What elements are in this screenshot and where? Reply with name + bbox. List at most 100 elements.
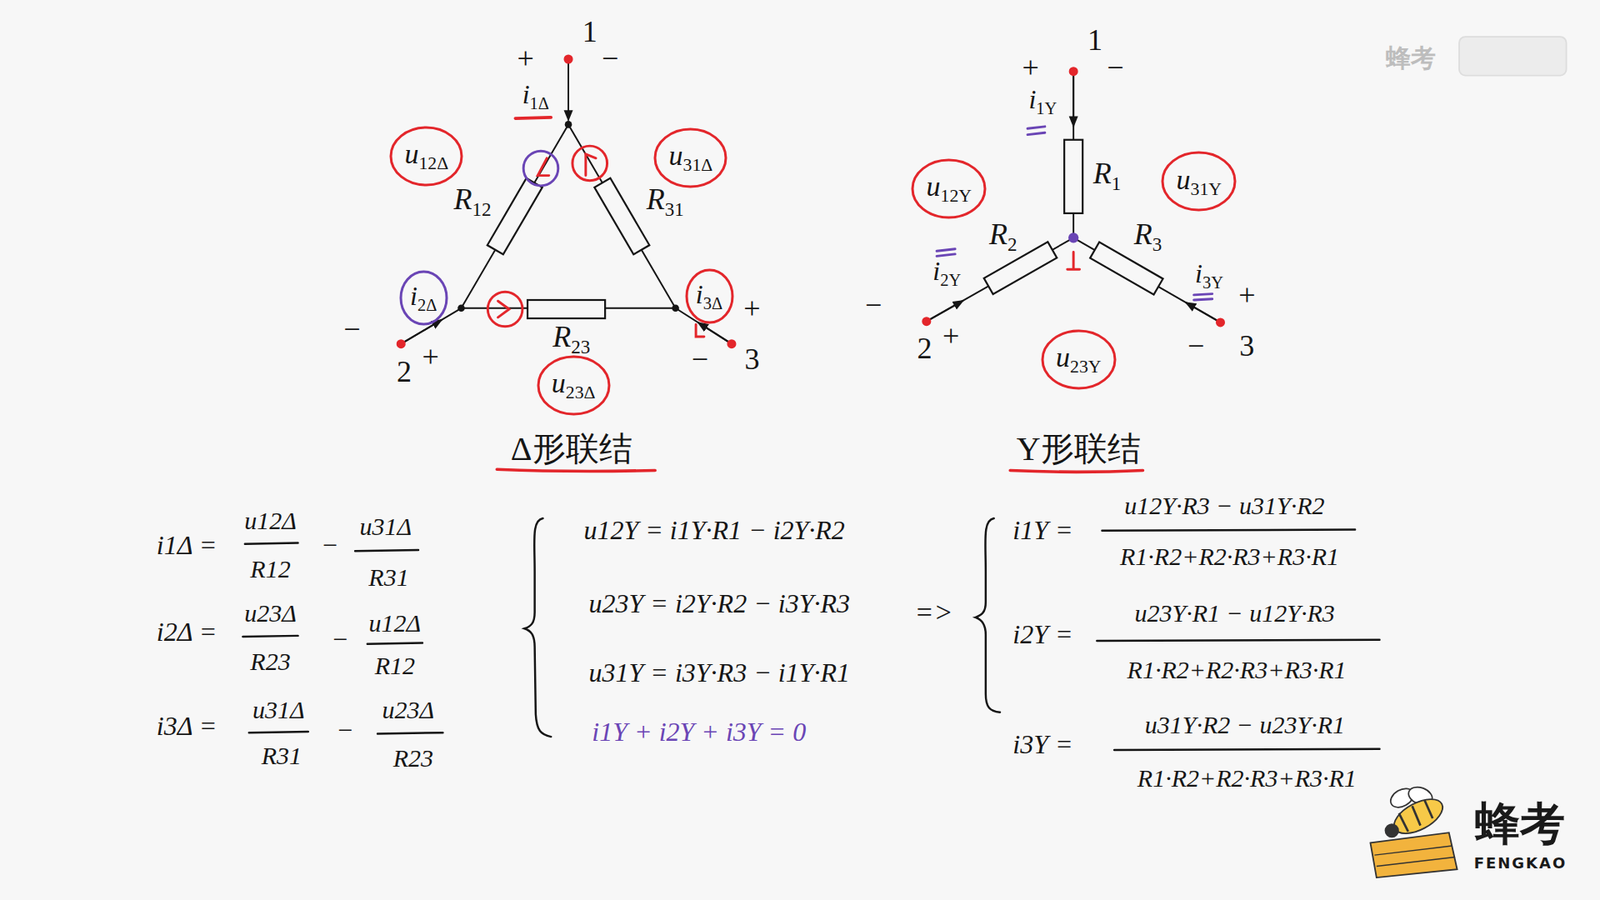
symbol-subscript: 12Δ <box>418 153 449 174</box>
hand-drawn-circle <box>400 271 447 325</box>
symbol-subscript: 31Δ <box>683 155 714 175</box>
equation-term: i1Δ = <box>156 531 218 561</box>
delta-resistors <box>487 178 650 319</box>
symbol-subscript: 23Y <box>1070 356 1101 377</box>
symbol-subscript: 1Δ <box>530 94 550 113</box>
polarity-sign: − <box>343 313 360 347</box>
terminal-dot <box>726 339 736 349</box>
wire <box>926 300 964 322</box>
equation-term: i2Δ = <box>156 618 218 648</box>
logo-bee-stripes <box>1399 800 1433 832</box>
polarity-sign: − <box>1106 51 1124 85</box>
annotation-arrow <box>537 158 549 176</box>
symbol-subscript: 1 <box>1111 171 1122 194</box>
symbol-letter: R <box>1134 217 1153 251</box>
symbol-subscript: 23 <box>570 335 590 357</box>
fraction-numerator: u31Δ <box>252 695 305 724</box>
polarity-sign: + <box>1022 51 1040 85</box>
symbol-letter: i <box>1195 258 1203 289</box>
terminal-number: 1 <box>582 15 598 50</box>
fraction-numerator: u23Y·R1 − u12Y·R3 <box>1134 598 1335 626</box>
fraction-bar <box>367 642 423 644</box>
equation-term: i2Y = <box>1012 620 1073 650</box>
symbol-subscript: 23Δ <box>565 382 596 403</box>
operator: − <box>335 715 355 745</box>
fraction-numerator: u12Y·R3 − u31Y·R2 <box>1124 491 1325 520</box>
terminal-dot <box>396 339 406 349</box>
fraction-numerator: u12Δ <box>244 506 297 535</box>
resistor-label: R2 <box>989 218 1018 255</box>
wye-wiring <box>926 75 1221 323</box>
quantity-label: u23Δ <box>551 367 596 404</box>
terminal-number: 2 <box>396 355 412 390</box>
fraction-denominator: R23 <box>393 743 434 771</box>
terminal-number: 1 <box>1087 24 1103 58</box>
symbol-letter: i <box>695 279 704 310</box>
wire <box>1072 75 1075 127</box>
fraction-denominator: R1·R2+R2·R3+R3·R1 <box>1127 655 1347 684</box>
terminal-dot <box>1069 66 1079 76</box>
polarity-sign: + <box>743 292 760 326</box>
equation: u23Y = i2Y·R2 − i3Y·R3 <box>589 589 850 619</box>
polarity-sign: + <box>1238 279 1255 313</box>
symbol-letter: i <box>410 280 418 311</box>
wire <box>698 322 732 345</box>
polarity-sign: + <box>516 42 534 76</box>
terminal-dot <box>921 316 931 326</box>
quantity-label: i2Δ <box>410 281 437 315</box>
quantity-label: u31Y <box>1176 164 1222 200</box>
symbol-letter: u <box>551 367 566 399</box>
equation-term: i1Y = <box>1012 515 1073 545</box>
brand-logo-icon <box>1370 784 1457 878</box>
resistor-symbol <box>487 178 543 255</box>
fraction-denominator: R23 <box>250 647 290 675</box>
equation: u12Y = i1Y·R1 − i2Y·R2 <box>583 515 845 545</box>
annotation-mark <box>695 324 705 337</box>
symbol-letter: u <box>926 170 941 202</box>
quantity-label: u12Δ <box>404 138 449 175</box>
equation: u31Y = i3Y·R3 − i1Y·R1 <box>589 659 850 689</box>
fraction-numerator: u31Y·R2 − u23Y·R1 <box>1145 710 1345 739</box>
polarity-sign: − <box>865 290 882 324</box>
fraction-numerator: u12Δ <box>369 608 422 636</box>
quantity-label: i3Δ <box>695 280 723 313</box>
resistor-symbol <box>1064 140 1083 214</box>
fraction-numerator: u23Δ <box>244 598 297 626</box>
hand-drawn-circle <box>390 127 462 185</box>
fraction-bar <box>249 731 309 733</box>
junction-dot <box>565 120 573 129</box>
underline-mark <box>515 117 551 119</box>
wye-dots <box>921 66 1225 327</box>
symbol-subscript: 3Y <box>1202 273 1224 292</box>
symbol-letter: u <box>1055 341 1070 373</box>
junction-dot <box>671 305 680 313</box>
symbol-letter: R <box>453 183 472 217</box>
polarity-sign: − <box>1187 330 1205 365</box>
center-node-dot <box>1068 232 1079 243</box>
hand-drawn-circle <box>655 129 726 187</box>
annotation-mark <box>1067 251 1080 270</box>
brand-logo-text: 蜂考 <box>1475 800 1565 850</box>
title-underline <box>496 469 655 471</box>
wire <box>1185 302 1221 323</box>
terminal-number: 3 <box>1239 330 1255 365</box>
symbol-subscript: 12 <box>471 198 491 220</box>
brace <box>975 518 1000 713</box>
symbol-letter: R <box>1093 156 1112 190</box>
annotation-circle <box>523 150 559 186</box>
fraction-bar <box>1096 640 1380 641</box>
annotation-circle <box>487 291 523 327</box>
current-label: i1Δ <box>522 80 550 114</box>
junction-dot <box>457 305 465 313</box>
quantity-label: u12Y <box>926 170 972 207</box>
hand-drawn-circle <box>1042 330 1115 389</box>
fraction-denominator: R31 <box>368 562 409 590</box>
equation-term: i3Y = <box>1012 730 1073 760</box>
resistor-symbol <box>527 300 605 319</box>
symbol-letter: u <box>404 138 419 170</box>
annotation-marks <box>487 117 705 472</box>
wire <box>1072 75 1075 140</box>
fraction-numerator: u23Δ <box>381 695 435 724</box>
symbol-subscript: 2 <box>1007 233 1018 255</box>
symbol-subscript: 3 <box>1152 233 1163 255</box>
